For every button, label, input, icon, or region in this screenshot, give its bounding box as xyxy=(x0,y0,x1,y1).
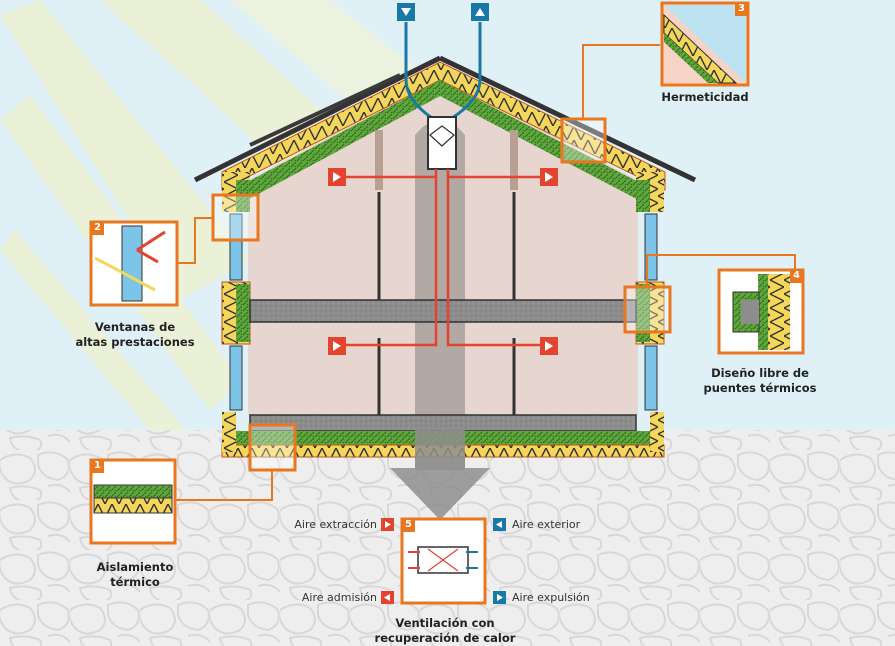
air-exterior-label: Aire exterior xyxy=(512,518,581,531)
callout-label-4-line1: Diseño libre de xyxy=(711,366,809,380)
callout-label-4: Diseño libre de puentes térmicos xyxy=(690,366,830,396)
callout-number-5: 5 xyxy=(405,519,412,530)
callout-number-1: 1 xyxy=(94,460,101,471)
up-triangle-icon xyxy=(475,8,485,16)
callout-label-4-line2: puentes térmicos xyxy=(703,381,817,395)
right-triangle-icon xyxy=(385,521,391,528)
highlight-thermal-bridge[interactable] xyxy=(623,285,672,334)
callout-box-3 xyxy=(660,1,750,87)
partition-stub xyxy=(510,130,518,190)
partition-stub xyxy=(375,130,383,190)
callout-label-1: Aislamiento térmico xyxy=(70,560,200,590)
right-triangle-icon xyxy=(545,172,553,182)
left-wall-mid-green xyxy=(236,284,250,342)
callout-box-4 xyxy=(717,268,805,355)
right-wall-top-green xyxy=(636,180,650,212)
callout-box-1 xyxy=(89,458,177,545)
hrv-unit xyxy=(427,116,457,170)
air-exhaust-label: Aire expulsión xyxy=(512,591,590,604)
foundation-left xyxy=(222,412,236,452)
hrv-core xyxy=(429,125,455,147)
window-left-upper xyxy=(229,213,243,281)
highlight-foundation[interactable] xyxy=(248,423,297,472)
callout-label-2-line2: altas prestaciones xyxy=(75,335,195,349)
right-triangle-icon xyxy=(333,172,341,182)
right-triangle-icon xyxy=(497,594,503,601)
right-wall-mid-green xyxy=(636,284,650,342)
callout-number-3: 3 xyxy=(738,3,745,14)
foundation-right xyxy=(650,412,664,452)
callout-label-1-line1: Aislamiento xyxy=(96,560,174,574)
window-right-lower xyxy=(644,345,658,411)
left-triangle-icon xyxy=(496,521,502,528)
callout-label-1-line2: térmico xyxy=(110,575,160,589)
callout-label-3: Hermeticidad xyxy=(640,90,770,105)
callout-label-5-line1: Ventilación con xyxy=(395,616,495,630)
callout-label-3-line1: Hermeticidad xyxy=(661,90,749,104)
supply-vent-icons xyxy=(328,168,558,355)
solar-panels xyxy=(249,73,401,147)
callout-box-5 xyxy=(400,517,487,605)
ground-floor-slab xyxy=(249,414,637,432)
ventilation-shaft xyxy=(415,120,465,470)
callout-connectors xyxy=(175,44,796,501)
down-triangle-icon xyxy=(401,8,411,16)
highlight-window[interactable] xyxy=(211,193,260,242)
mid-floor-slab xyxy=(249,299,637,323)
right-triangle-icon xyxy=(333,341,341,351)
airflow-down-arrow xyxy=(390,430,490,520)
roof-edge xyxy=(193,55,442,183)
supply-ducts xyxy=(345,169,540,347)
callout-label-2-line1: Ventanas de xyxy=(94,320,176,334)
exhaust-duct xyxy=(451,22,482,120)
right-triangle-icon xyxy=(545,341,553,351)
left-triangle-icon xyxy=(384,594,390,601)
callout-number-2: 2 xyxy=(94,222,101,233)
air-extraction-label: Aire extracción xyxy=(294,518,377,531)
callout-box-2 xyxy=(89,220,179,307)
callout-label-5: Ventilación con recuperación de calor xyxy=(360,616,530,646)
intake-duct xyxy=(404,22,433,120)
highlight-roof[interactable] xyxy=(560,117,607,164)
highlight-frames xyxy=(211,117,672,472)
air-intake-label: Aire admisión xyxy=(301,591,377,604)
callout-number-4: 4 xyxy=(793,270,800,281)
callout-label-5-line2: recuperación de calor xyxy=(374,631,516,645)
callout-label-2: Ventanas de altas prestaciones xyxy=(60,320,210,350)
window-left-lower xyxy=(229,345,243,411)
